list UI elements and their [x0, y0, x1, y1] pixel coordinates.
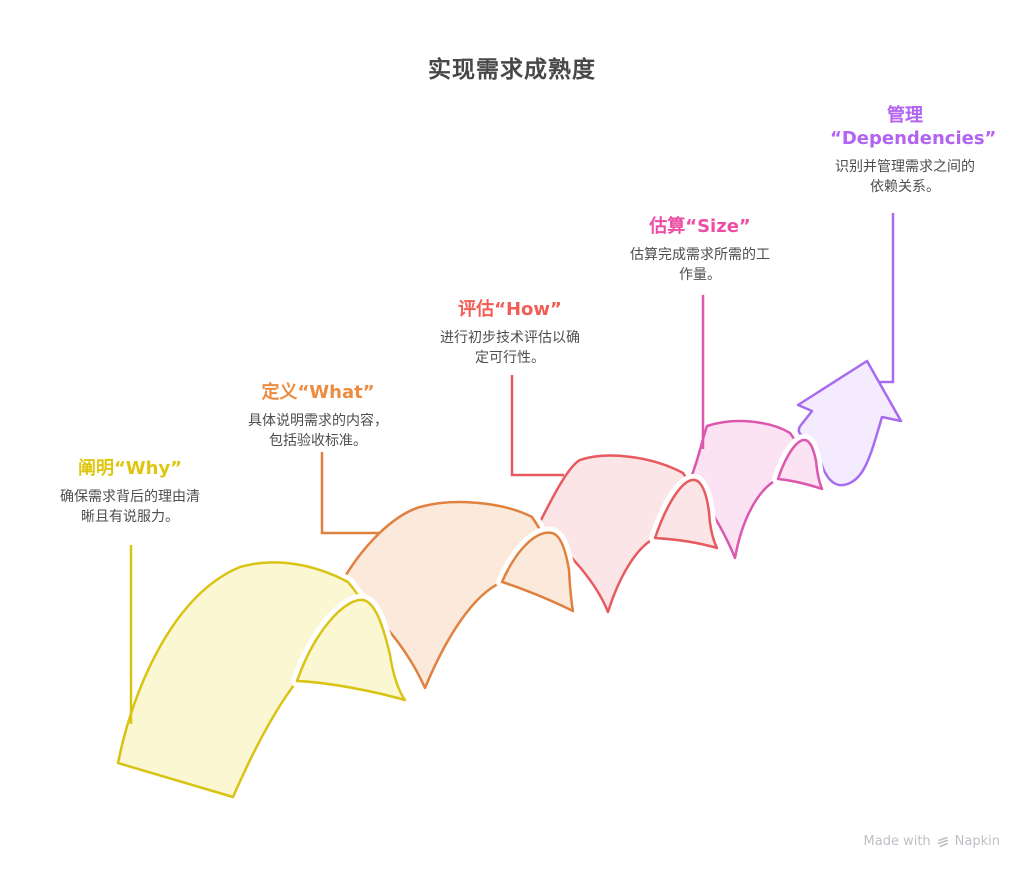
page-title: 实现需求成熟度: [428, 57, 596, 83]
stage-1-label: 阐明“Why”: [77, 458, 183, 479]
stage-2-description: 具体说明需求的内容，包括验收标准。: [248, 413, 388, 449]
watermark-brand-text: Napkin: [954, 834, 1000, 849]
wave-stage-1: [112, 556, 411, 803]
connector-stage-5: [879, 213, 895, 384]
stage-4-description: 估算完成需求所需的工作量。: [630, 247, 770, 283]
wave-1-underside: [295, 598, 407, 702]
wave-stage-4: [684, 415, 828, 564]
stage-5-description: 识别并管理需求之间的依赖关系。: [835, 159, 975, 195]
stage-3-label: 评估“How”: [458, 299, 562, 320]
stage-4-block: 估算“Size” 估算完成需求所需的工作量。: [590, 215, 810, 285]
arrow-stage-5: [792, 355, 907, 492]
stage-1-block: 阐明“Why” 确保需求背后的理由清晰且有说服力。: [20, 457, 240, 527]
wave-3-underside: [653, 478, 719, 550]
stage-3-description: 进行初步技术评估以确定可行性。: [440, 330, 580, 366]
napkin-logo-icon: [937, 836, 948, 847]
wave-stage-2: [334, 496, 579, 694]
stage-5-block: 管理 “Dependencies” 识别并管理需求之间的依赖关系。: [795, 104, 1015, 197]
watermark-prefix-text: Made with: [863, 834, 931, 849]
connector-stage-2: [320, 452, 379, 535]
stage-5-label: 管理 “Dependencies”: [830, 105, 997, 149]
napkin-watermark-badge[interactable]: Made with Napkin: [864, 834, 1000, 849]
stage-1-description: 确保需求背后的理由清晰且有说服力。: [60, 489, 200, 525]
stage-3-block: 评估“How” 进行初步技术评估以确定可行性。: [400, 298, 620, 368]
wave-4-underside: [776, 438, 824, 491]
stage-2-block: 定义“What” 具体说明需求的内容，包括验收标准。: [208, 381, 428, 451]
stage-4-label: 估算“Size”: [649, 216, 751, 237]
stage-2-label: 定义“What”: [261, 382, 375, 403]
wave-stage-3: [532, 449, 723, 618]
wave-2-underside: [500, 531, 575, 613]
connector-stage-3: [510, 375, 564, 477]
